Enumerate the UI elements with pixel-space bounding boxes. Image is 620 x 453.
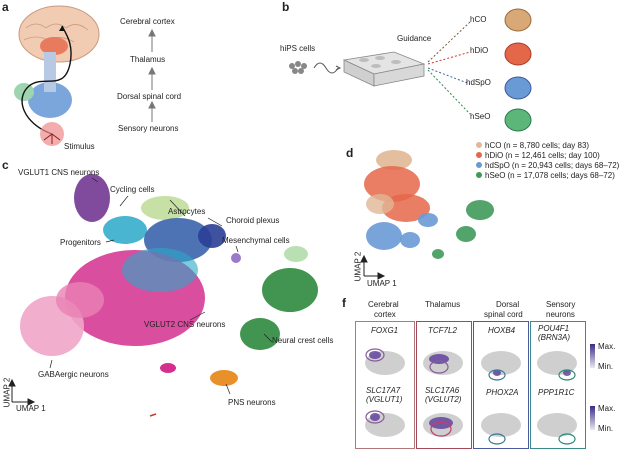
legend-item-hdspo: hdSpO (n = 20,943 cells; days 68–72) xyxy=(476,160,620,170)
scale-min-bottom: Min. xyxy=(598,424,614,433)
panel-c-label: c xyxy=(2,158,9,172)
guidance-label: Guidance xyxy=(397,34,432,43)
gene-brn3a: (BRN3A) xyxy=(538,333,571,342)
scale-min-top: Min. xyxy=(598,362,614,371)
umap-c-y-axis: UMAP 2 xyxy=(2,377,12,408)
cluster-progenitors: Progenitors xyxy=(60,238,101,247)
organoid-icons xyxy=(504,8,532,132)
legend-detail: (n = 12,461 cells; day 100) xyxy=(505,150,600,160)
cluster-astrocytes: Astrocytes xyxy=(168,207,206,216)
f-col1-title2: cortex xyxy=(374,310,396,319)
scale-bar-top xyxy=(590,344,595,368)
legend-swatch xyxy=(476,172,482,178)
legend-name: hDiO xyxy=(485,150,504,160)
legend-swatch xyxy=(476,152,482,158)
legend-swatch xyxy=(476,162,482,168)
gene-foxg1: FOXG1 xyxy=(371,326,399,335)
umap-cell-types xyxy=(8,174,318,417)
gene-tcf7l2: TCF7L2 xyxy=(428,326,457,335)
pathway-dorsal-spinal-cord: Dorsal spinal cord xyxy=(117,92,182,101)
legend-detail: (n = 17,078 cells; days 68–72) xyxy=(507,170,615,180)
pathway-cerebral-cortex: Cerebral cortex xyxy=(120,17,175,26)
cluster-mesenchymal: Mesenchymal cells xyxy=(222,236,290,245)
umap-c-x-axis: UMAP 1 xyxy=(16,404,46,413)
umap-d-y-axis: UMAP 2 xyxy=(353,251,363,282)
gene-vglut2: (VGLUT2) xyxy=(425,395,462,404)
differentiation-scheme xyxy=(289,21,471,115)
f-frame-spinal xyxy=(473,321,529,449)
gene-slc17a6: SLC17A6 xyxy=(425,386,460,395)
f-col4-title1: Sensory xyxy=(546,300,576,309)
f-frame-cortex xyxy=(355,321,415,449)
legend-swatch xyxy=(476,142,482,148)
pathway-thalamus: Thalamus xyxy=(130,55,166,64)
legend-detail: (n = 20,943 cells; days 68–72) xyxy=(511,160,620,170)
gene-pou4f1: POU4F1 xyxy=(538,324,570,333)
gene-slc17a7: SLC17A7 xyxy=(366,386,401,395)
scale-bar-bottom xyxy=(590,406,595,430)
cluster-vglut2: VGLUT2 CNS neurons xyxy=(144,320,226,329)
panel-d-label: d xyxy=(346,146,354,160)
f-frame-sensory xyxy=(530,321,586,449)
stimulus-label: Stimulus xyxy=(64,142,95,151)
f-col2-title1: Thalamus xyxy=(425,300,461,309)
legend-detail: (n = 8,780 cells; day 83) xyxy=(503,140,590,150)
legend-name: hCO xyxy=(485,140,502,150)
organoid-hseo-label: hSeO xyxy=(470,112,491,121)
umap-organoid-types xyxy=(360,150,494,280)
f-col1-title1: Cerebral xyxy=(368,300,399,309)
panel-a-label: a xyxy=(2,0,9,14)
f-col3-title1: Dorsal xyxy=(496,300,520,309)
cluster-choroid-plexus: Choroid plexus xyxy=(226,216,280,225)
hips-cells-label: hiPS cells xyxy=(280,44,316,53)
f-col4-title2: neurons xyxy=(546,310,575,319)
legend-item-hdio: hDiO (n = 12,461 cells; day 100) xyxy=(476,150,620,160)
cluster-cycling: Cycling cells xyxy=(110,185,155,194)
cluster-neural-crest: Neural crest cells xyxy=(272,336,334,345)
legend-name: hdSpO xyxy=(485,160,510,170)
gene-ppp1r1c: PPP1R1C xyxy=(538,388,575,397)
panel-f-label: f xyxy=(342,296,346,310)
panel-b-label: b xyxy=(282,0,290,14)
sensory-pathway-diagram xyxy=(14,5,100,146)
cluster-vglut1: VGLUT1 CNS neurons xyxy=(18,168,100,177)
cluster-gaba: GABAergic neurons xyxy=(38,370,109,379)
legend-item-hseo: hSeO (n = 17,078 cells; days 68–72) xyxy=(476,170,620,180)
pathway-arrows xyxy=(148,28,156,122)
umap-d-x-axis: UMAP 1 xyxy=(367,279,397,288)
organoid-hdspo-label: hdSpO xyxy=(466,78,491,87)
organoid-hco-label: hCO xyxy=(470,15,487,24)
legend-item-hco: hCO (n = 8,780 cells; day 83) xyxy=(476,140,620,150)
f-frame-thalamus xyxy=(416,321,472,449)
organoid-hdio-label: hDiO xyxy=(470,46,489,55)
gene-vglut1: (VGLUT1) xyxy=(366,395,403,404)
f-feature-plots xyxy=(365,348,577,445)
gene-hoxb4: HOXB4 xyxy=(488,326,516,335)
pathway-sensory-neurons: Sensory neurons xyxy=(118,124,179,133)
gene-phox2a: PHOX2A xyxy=(486,388,519,397)
cluster-pns: PNS neurons xyxy=(228,398,276,407)
panel-d-legend: hCO (n = 8,780 cells; day 83) hDiO (n = … xyxy=(476,140,620,180)
legend-name: hSeO xyxy=(485,170,506,180)
f-col3-title2: spinal cord xyxy=(484,310,523,319)
scale-max-bottom: Max. xyxy=(598,404,616,413)
scale-max-top: Max. xyxy=(598,342,616,351)
